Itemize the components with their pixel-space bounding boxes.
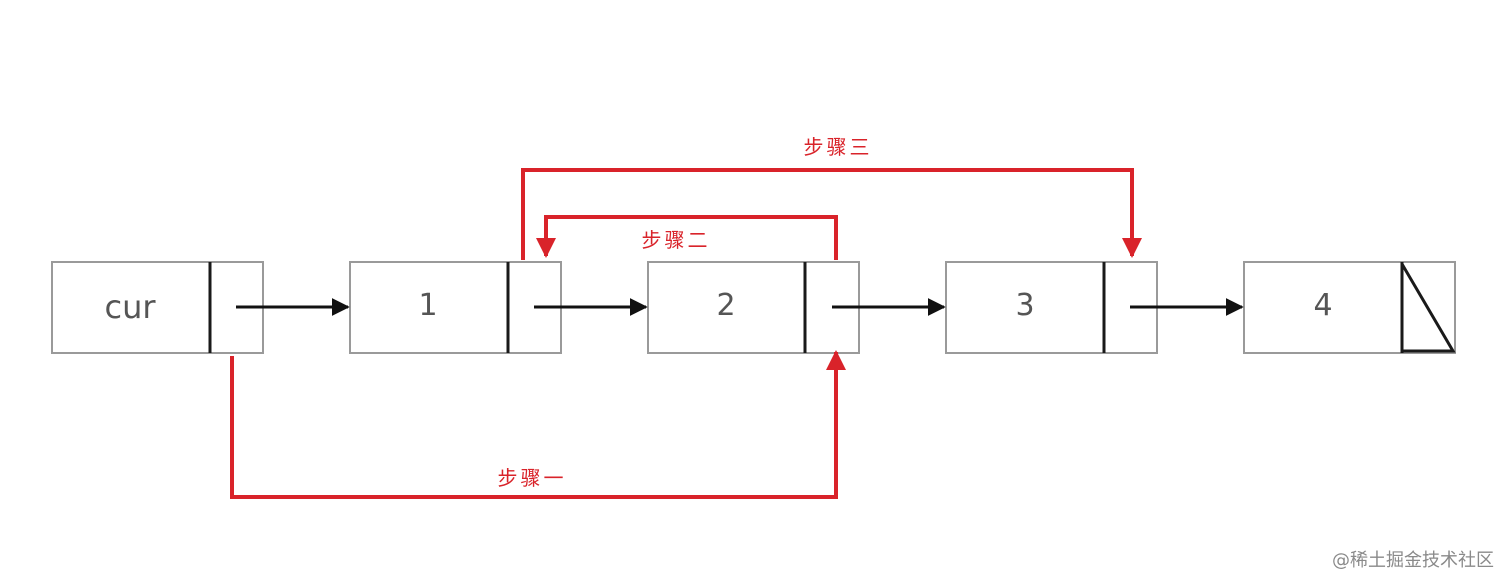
node-1: 1: [349, 261, 562, 354]
node-label: 4: [1313, 288, 1332, 323]
step2-label: 步骤二: [642, 228, 711, 252]
node-label: 3: [1015, 288, 1034, 323]
node-box: [349, 261, 562, 354]
step3-label: 步骤三: [804, 135, 873, 159]
node-label: 1: [418, 288, 437, 323]
step1-label: 步骤一: [498, 466, 567, 490]
null-pointer-mark: [1400, 263, 1456, 353]
node-box: [1243, 261, 1456, 354]
node-box: [647, 261, 860, 354]
node-cur: cur: [51, 261, 264, 354]
node-4: 4: [1243, 261, 1456, 354]
node-label: cur: [104, 288, 156, 326]
node-2: 2: [647, 261, 860, 354]
step1-arrow: [230, 350, 846, 499]
step2-arrow: [536, 215, 838, 260]
node-3: 3: [945, 261, 1158, 354]
step3-arrow: [521, 168, 1142, 260]
watermark: @稀土掘金技术社区: [1332, 550, 1494, 571]
node-label: 2: [716, 288, 735, 323]
node-box: [945, 261, 1158, 354]
node-box: [51, 261, 264, 354]
